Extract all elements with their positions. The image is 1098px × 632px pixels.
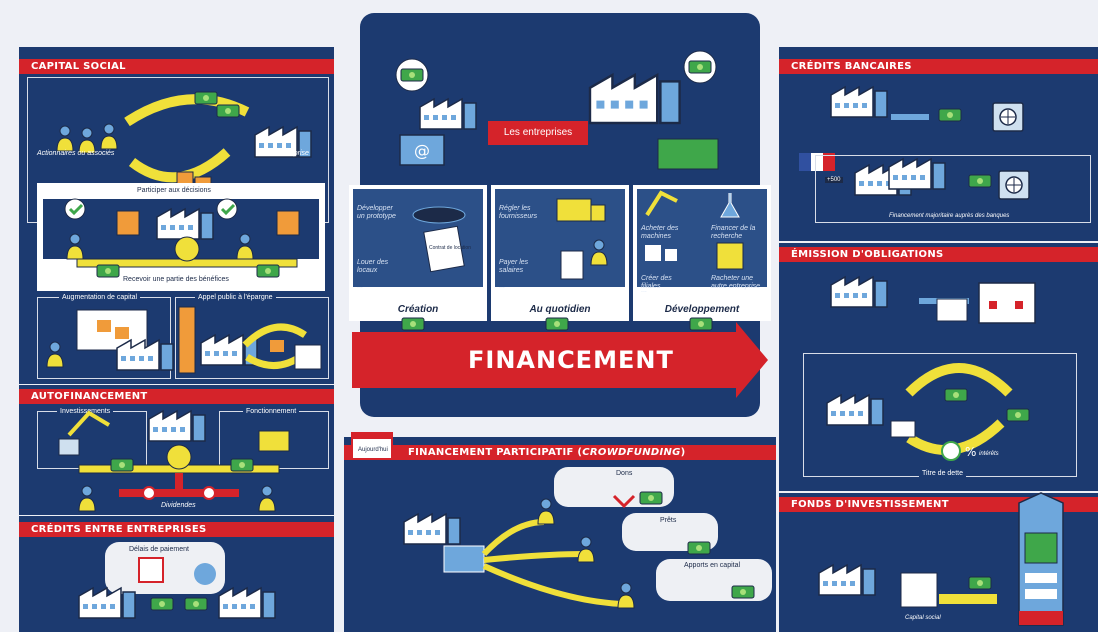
credits-entre-entreprises-title: CRÉDITS ENTRE ENTREPRISES — [19, 522, 334, 537]
crowdfunding-title-end: ) — [680, 447, 686, 458]
decisions-box: Participer aux décisions Recevoir une pa… — [37, 183, 325, 291]
companies-illustration: @ — [395, 50, 719, 170]
quotidien-more: ... — [499, 283, 505, 290]
dev-title: Développement — [664, 304, 740, 315]
emission-obligations-panel: ÉMISSION D'OBLIGATIONS % intérêts Titre … — [779, 243, 1098, 491]
creation-more: ... — [357, 283, 363, 290]
crowdfunding-bubbles-illustration — [612, 491, 755, 599]
crowdfunding-title-em: CROWDFUNDING — [582, 447, 681, 458]
dev-line-1: Acheter des machines — [641, 225, 679, 240]
credits-entre-entreprises-panel: CRÉDITS ENTRE ENTREPRISES Délais de paie… — [19, 516, 334, 632]
company-label: Entreprise — [277, 150, 309, 157]
quotidien-illustration — [556, 198, 608, 280]
autofinancement-title: AUTOFINANCEMENT — [19, 389, 334, 404]
capital-increase-label: Augmentation de capital — [59, 294, 141, 301]
emission-obligations-title: ÉMISSION D'OBLIGATIONS — [779, 247, 1098, 262]
badge-label: +500 — [825, 177, 843, 183]
capital-label: Capital social — [905, 615, 941, 621]
creation-line-1: Développer un prototype — [357, 205, 396, 220]
svg-text:%: % — [965, 445, 976, 459]
dev-line-4: Racheter une autre entreprise — [711, 275, 761, 290]
quotidien-title: Au quotidien — [529, 304, 591, 315]
capital-social-title: CAPITAL SOCIAL — [19, 59, 334, 74]
autofinancement-panel: AUTOFINANCEMENT Investissements Fonction… — [19, 385, 334, 515]
credits-entre-entreprises-illustration — [78, 557, 276, 619]
svg-text:@: @ — [414, 141, 430, 160]
card-creation[interactable]: Développer un prototype Louer des locaux… — [349, 185, 487, 321]
debt-title-illustration: % — [826, 363, 1030, 461]
payment-terms-label: Délais de paiement — [129, 546, 189, 553]
public-offer-label: Appel public à l'épargne — [195, 294, 276, 301]
emission-obligations-illustration — [830, 276, 1036, 324]
bank-financing-label: Financement majoritaire auprès des banqu… — [889, 213, 1010, 219]
dons-label: Dons — [616, 470, 633, 477]
credits-bancaires-title: CRÉDITS BANCAIRES — [779, 59, 1098, 74]
capital-increase-illustration — [46, 309, 174, 371]
prets-label: Prêts — [660, 517, 677, 524]
prototype-illustration — [412, 206, 466, 273]
investments-label: Investissements — [57, 408, 114, 415]
card-quotidien[interactable]: Régler les fournisseurs Payer les salair… — [491, 185, 629, 321]
bank-financing-box — [815, 155, 1091, 223]
dividends-label: Dividendes — [161, 502, 196, 509]
dev-more: ... — [641, 287, 647, 294]
credits-bancaires-illustration — [799, 86, 1030, 200]
dev-line-3: Créer des filiales — [641, 275, 672, 290]
crowdfunding-title-text: FINANCEMENT PARTICIPATIF ( — [408, 447, 583, 458]
quotidien-line-2: Payer les salaires — [499, 259, 529, 274]
profits-label: Recevoir une partie des bénéfices — [123, 276, 229, 283]
shareholders-label: Actionnaires ou associés — [37, 150, 115, 157]
apports-label: Apports en capital — [684, 562, 741, 569]
decisions-label: Participer aux décisions — [137, 187, 211, 194]
companies-label: Les entreprises — [488, 121, 588, 145]
interest-label: intérêts — [979, 451, 999, 457]
financing-arrow — [352, 317, 768, 398]
capital-social-panel: CAPITAL SOCIAL Actionnaires ou associés … — [19, 47, 334, 384]
lease-contract-label: Contrat de location — [429, 245, 471, 251]
crowdfunding-title: FINANCEMENT PARTICIPATIF (CROWDFUNDING) — [344, 445, 776, 460]
public-offer-illustration — [178, 306, 322, 374]
dev-illustration — [645, 190, 744, 270]
quotidien-line-1: Régler les fournisseurs — [499, 205, 538, 220]
crowdfunding-panel: FINANCEMENT PARTICIPATIF (CROWDFUNDING) … — [344, 432, 776, 632]
dev-line-2: Financer de la recherche — [711, 225, 756, 240]
fonds-investissement-illustration — [818, 492, 1064, 626]
operations-label: Fonctionnement — [243, 408, 300, 415]
creation-line-2: Louer des locaux — [357, 259, 389, 274]
autofinancement-illustration — [58, 410, 290, 512]
fonds-investissement-panel: FONDS D'INVESTISSEMENT Capital social — [779, 492, 1098, 632]
financing-label: FINANCEMENT — [468, 346, 674, 374]
calendar-label: Aujourd'hui — [358, 447, 388, 453]
calendar-icon — [351, 432, 393, 460]
creation-title: Création — [397, 304, 439, 315]
card-developpement[interactable]: Acheter des machines Financer de la rech… — [633, 185, 771, 321]
credits-bancaires-panel: CRÉDITS BANCAIRES +500 Financement major… — [779, 47, 1098, 241]
crowdfunding-illustration — [403, 498, 635, 609]
debt-title-label: Titre de dette — [919, 470, 966, 477]
decisions-illustration — [64, 198, 300, 278]
